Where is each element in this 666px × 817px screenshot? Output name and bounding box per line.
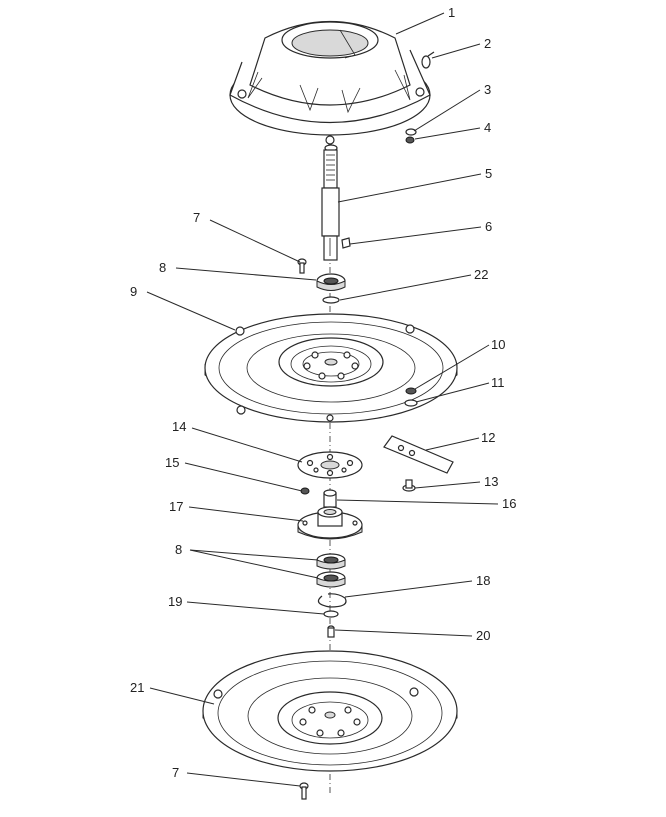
part-1-housing-cover [229,20,431,145]
part-16-spacer [323,489,337,508]
part-6-key [341,237,351,249]
part-20-bolt [327,625,335,638]
label-part-13: 13 [484,474,498,489]
part-5-shaft [321,144,340,261]
part-14-blade-holder [297,451,363,479]
part-3-washer [405,128,417,136]
part-13-bolt [402,479,416,492]
label-part-11: 11 [491,375,505,390]
part-19-washer [323,610,339,618]
part-9-blade-disc [204,313,458,423]
part-8-bearing-upper [316,273,346,291]
label-part-8-lower: 8 [175,542,182,557]
label-part-10: 10 [491,337,505,352]
label-part-6: 6 [485,219,492,234]
part-8-bearing-lower-a [316,553,346,570]
part-15-nut [300,487,310,495]
label-part-22: 22 [474,267,488,282]
label-part-9: 9 [130,284,137,299]
label-part-7-upper: 7 [193,210,200,225]
label-part-3: 3 [484,82,491,97]
label-part-5: 5 [485,166,492,181]
part-12-blade [383,435,454,474]
label-part-16: 16 [502,496,516,511]
label-part-12: 12 [481,430,495,445]
label-part-4: 4 [484,120,491,135]
part-4-nut [405,136,415,144]
part-8-bearing-lower-b [316,571,346,588]
part-17-hub [297,506,363,540]
part-2-screw [421,51,435,69]
label-part-8-upper: 8 [159,260,166,275]
label-part-20: 20 [476,628,490,643]
part-7-pin-upper [297,258,307,274]
part-22-washer [322,296,340,304]
label-part-15: 15 [165,455,179,470]
label-part-7-lower: 7 [172,765,179,780]
label-part-2: 2 [484,36,491,51]
part-10-nut [405,387,417,395]
part-21-guard-disc [202,650,458,772]
label-part-21: 21 [130,680,144,695]
label-part-17: 17 [169,499,183,514]
label-part-19: 19 [168,594,182,609]
leader-lines [146,12,499,787]
part-18-circlip [317,593,347,608]
label-part-14: 14 [172,419,186,434]
part-labels: 1 2 3 4 5 6 7 8 22 9 10 11 14 12 15 13 1… [130,5,516,780]
part-11-washer [404,399,418,407]
label-part-1: 1 [448,5,455,20]
label-part-18: 18 [476,573,490,588]
part-7-pin-lower [299,782,309,800]
